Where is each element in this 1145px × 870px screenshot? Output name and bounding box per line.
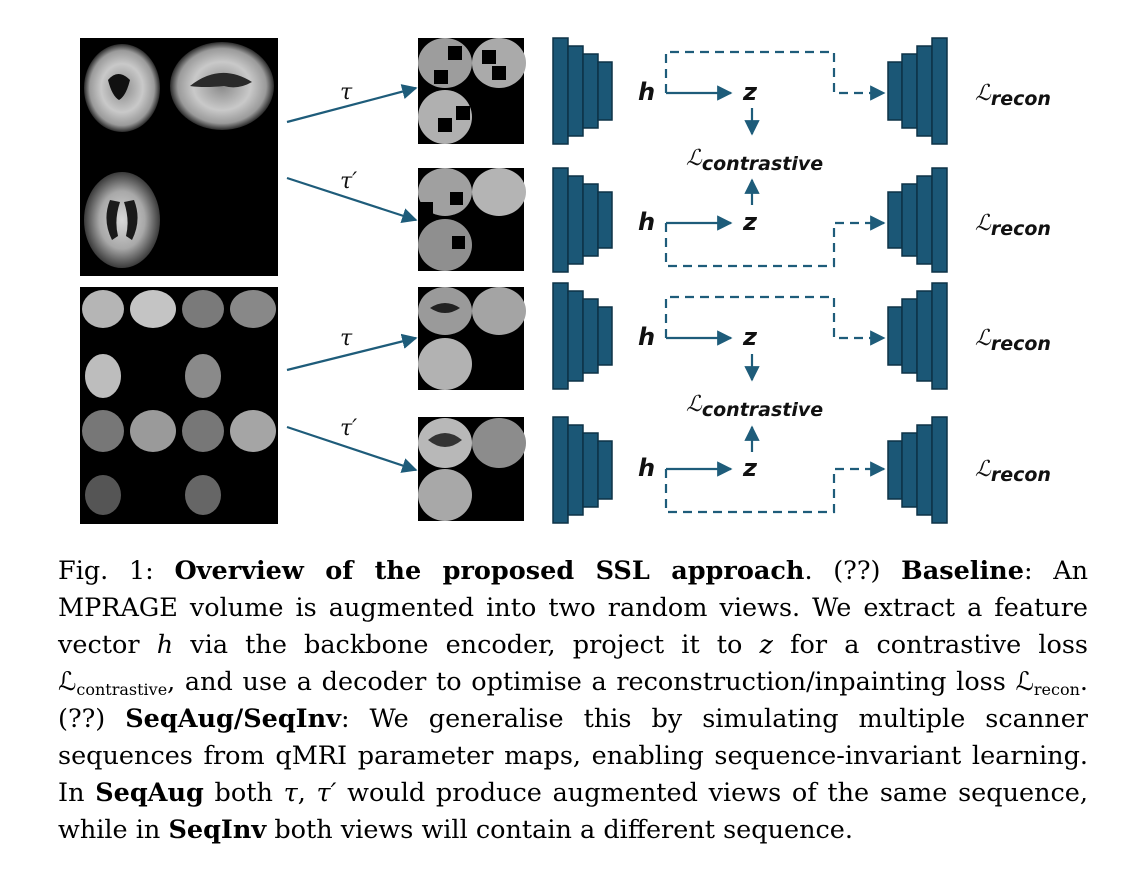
figure-caption: Fig. 1: Overview of the proposed SSL app… xyxy=(58,556,1089,845)
tau-label-2: τ xyxy=(340,326,353,351)
recon-loss-4: ℒrecon xyxy=(975,457,1051,486)
ref-b: (??) xyxy=(58,704,106,734)
z-label-2: z xyxy=(742,208,758,236)
contrastive-loss-2: ℒcontrastive xyxy=(686,392,823,421)
seq-label: SeqAug/SeqInv xyxy=(125,704,341,734)
h-label-1: h xyxy=(638,78,655,106)
recon-loss-2: ℒrecon xyxy=(975,211,1051,240)
augmented-view-1 xyxy=(418,38,526,144)
seqinv-label: SeqInv xyxy=(168,815,267,845)
caption-title: Overview of the proposed SSL approach xyxy=(174,556,805,586)
decoder-3 xyxy=(887,282,948,390)
z-label-1: z xyxy=(742,78,758,106)
decoder-1 xyxy=(887,37,948,145)
encoder-4 xyxy=(552,416,613,524)
tau-prime-label-1: τ′ xyxy=(340,169,357,194)
overview-figure: τ τ′ τ τ′ xyxy=(80,37,1051,524)
recon-loss-1: ℒrecon xyxy=(975,81,1051,110)
augmented-view-3 xyxy=(418,287,526,390)
tau-label-1: τ xyxy=(340,80,353,105)
recon-loss-3: ℒrecon xyxy=(975,326,1051,355)
augmented-view-2 xyxy=(418,168,526,271)
h-label-3: h xyxy=(638,323,655,351)
seqaug-label: SeqAug xyxy=(95,778,204,808)
encoder-2 xyxy=(552,167,613,273)
encoder-1 xyxy=(552,37,613,145)
contrastive-loss-1: ℒcontrastive xyxy=(686,146,823,175)
z-label-3: z xyxy=(742,323,758,351)
ref-a: (??) xyxy=(833,556,881,586)
h-label-2: h xyxy=(638,208,655,236)
encoder-3 xyxy=(552,282,613,390)
mprage-volume-image xyxy=(80,38,278,276)
h-label-4: h xyxy=(638,454,655,482)
tau-prime-label-2: τ′ xyxy=(340,416,357,441)
baseline-label: Baseline xyxy=(901,556,1024,586)
decoder-4 xyxy=(887,416,948,524)
figure-label: Fig. 1: xyxy=(58,556,154,586)
z-label-4: z xyxy=(742,454,758,482)
augmentation-arrows xyxy=(286,84,418,473)
augmented-view-4 xyxy=(418,417,526,521)
multi-sequence-image xyxy=(80,287,278,524)
projection-arrows xyxy=(666,85,733,477)
skip-paths xyxy=(664,50,886,514)
decoder-2 xyxy=(887,167,948,273)
